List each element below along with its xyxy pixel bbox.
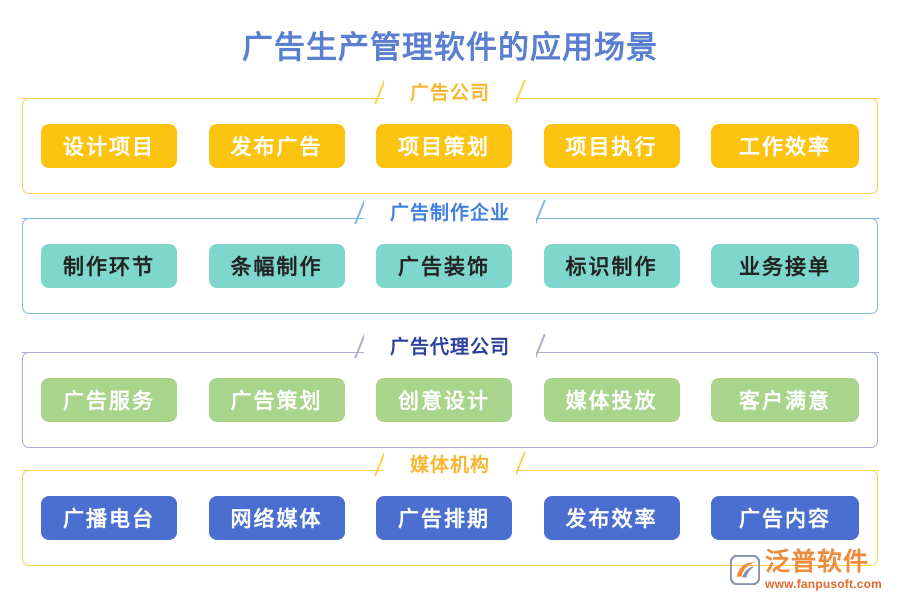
section-top-border-right [536,217,879,219]
item-pill[interactable]: 发布效率 [543,496,680,540]
item-pill[interactable]: 条幅制作 [208,244,345,288]
section-top-border-right [516,97,879,99]
section-top-border-left [21,469,384,471]
item-pill[interactable]: 广告服务 [41,378,177,422]
item-pill[interactable]: 工作效率 [711,124,859,168]
item-pill[interactable]: 业务接单 [711,244,859,288]
section-ad-agency: 广告代理公司 广告服务 广告策划 创意设计 媒体投放 客户满意 [21,332,879,448]
section-items-row: 设计项目 发布广告 项目策划 项目执行 工作效率 [23,99,877,193]
item-pill[interactable]: 广播电台 [41,496,177,540]
item-pill[interactable]: 制作环节 [41,244,177,288]
item-pill[interactable]: 创意设计 [376,378,512,422]
item-pill[interactable]: 广告排期 [376,496,512,540]
page-title: 广告生产管理软件的应用场景 [242,30,658,65]
item-pill[interactable]: 客户满意 [711,378,859,422]
section-ad-production-enterprise: 广告制作企业 制作环节 条幅制作 广告装饰 标识制作 业务接单 [21,198,879,314]
item-pill[interactable]: 广告装饰 [376,244,512,288]
item-pill[interactable]: 标识制作 [543,244,680,288]
item-pill[interactable]: 设计项目 [41,124,177,168]
section-items-row: 广告服务 广告策划 创意设计 媒体投放 客户满意 [23,353,877,447]
logo-text: 泛普软件 www.fanpusoft.com [765,548,882,591]
section-media-organization: 媒体机构 广播电台 网络媒体 广告排期 发布效率 广告内容 [21,450,879,566]
section-ad-company: 广告公司 设计项目 发布广告 项目策划 项目执行 工作效率 [21,78,879,194]
section-top-border-left [21,217,364,219]
section-items-row: 制作环节 条幅制作 广告装饰 标识制作 业务接单 [23,219,877,313]
item-pill[interactable]: 项目策划 [376,124,512,168]
item-pill[interactable]: 广告策划 [208,378,345,422]
item-pill[interactable]: 广告内容 [711,496,859,540]
section-top-border-right [536,351,879,353]
section-top-border-left [21,351,364,353]
item-pill[interactable]: 项目执行 [543,124,680,168]
logo-url: www.fanpusoft.com [765,577,882,591]
fanpu-swoosh-icon [730,555,761,585]
section-items-row: 广播电台 网络媒体 广告排期 发布效率 广告内容 [23,471,877,565]
logo-name: 泛普软件 [765,548,870,576]
section-top-border-left [21,97,384,99]
item-pill[interactable]: 媒体投放 [543,378,680,422]
item-pill[interactable]: 网络媒体 [208,496,345,540]
section-top-border-right [516,469,879,471]
brand-logo: 泛普软件 www.fanpusoft.com [730,548,882,592]
item-pill[interactable]: 发布广告 [208,124,345,168]
